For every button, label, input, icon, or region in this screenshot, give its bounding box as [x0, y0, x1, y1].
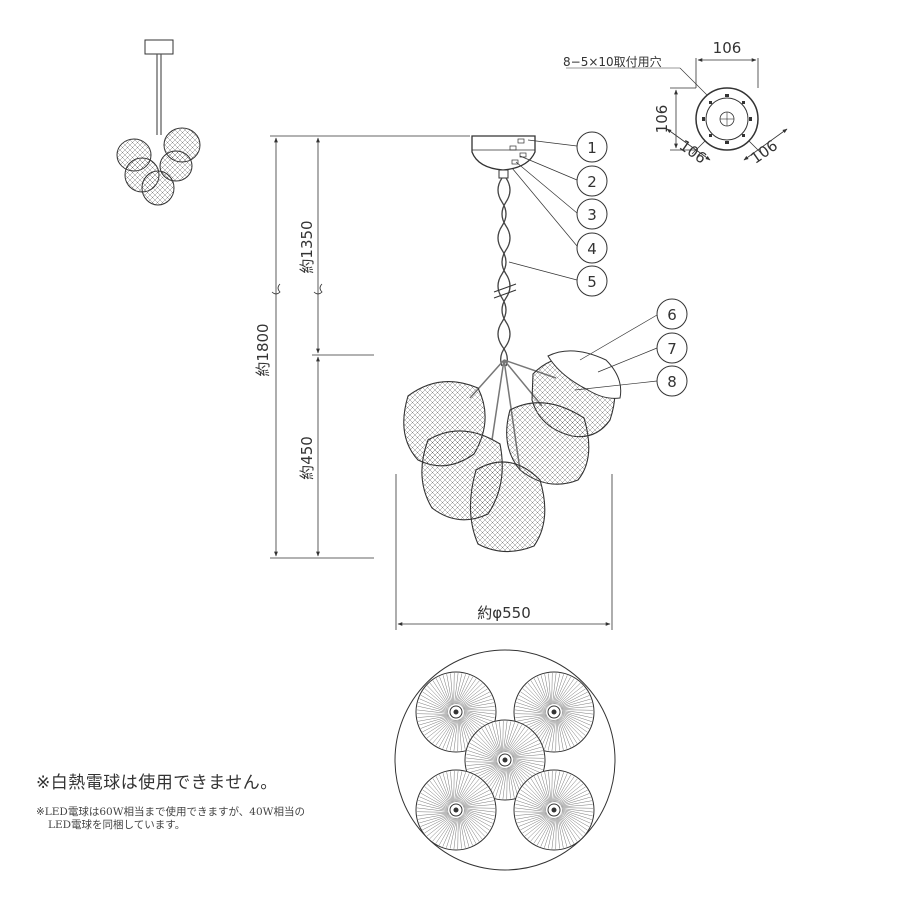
diameter-label: 約φ550 [477, 604, 531, 622]
incandescent-warning: ※白熱電球は使用できません。 [36, 773, 278, 793]
cluster-height-label: 約450 [298, 436, 316, 480]
elevation-view: 1 2 3 4 5 6 7 8 約1800 約1350 約450 [254, 131, 688, 630]
svg-text:7: 7 [667, 340, 677, 358]
mounting-holes-label: 8−5×10取付用穴 [563, 54, 662, 69]
shade-plan-4 [415, 769, 497, 851]
svg-text:2: 2 [587, 173, 597, 191]
bottom-plan-view [394, 649, 616, 871]
mounting-holes [702, 94, 752, 144]
led-note-line1: ※LED電球は60W相当まで使用できますが、40W相当の [36, 806, 305, 818]
svg-text:6: 6 [667, 306, 677, 324]
callout-7: 7 [656, 332, 688, 364]
callout-5: 5 [576, 265, 608, 297]
total-height-label: 約1800 [254, 323, 272, 376]
callout-3: 3 [576, 198, 608, 230]
callout-6: 6 [656, 298, 688, 330]
svg-text:5: 5 [587, 273, 597, 291]
callout-8: 8 [656, 365, 688, 397]
cord-length-label: 約1350 [298, 220, 316, 273]
thumbnail-illustration [116, 39, 201, 206]
svg-text:4: 4 [587, 240, 597, 258]
canopy-height-label: 106 [653, 105, 671, 134]
shade-plan-3 [464, 719, 546, 801]
svg-text:1: 1 [587, 139, 597, 157]
led-note: ※LED電球は60W相当まで使用できますが、40W相当の LED電球を同梱してい… [36, 806, 366, 832]
canopy-diag-right-label: 106 [747, 136, 781, 167]
callout-1: 1 [576, 131, 608, 163]
callout-2: 2 [576, 165, 608, 197]
shade-plan-5 [513, 769, 595, 851]
canopy-width-label: 106 [713, 39, 742, 57]
svg-text:3: 3 [587, 206, 597, 224]
callout-4: 4 [576, 232, 608, 264]
callouts: 1 2 3 4 5 6 7 8 [576, 131, 688, 397]
led-note-line2: LED電球を同梱しています。 [48, 819, 186, 831]
svg-text:8: 8 [667, 373, 677, 391]
